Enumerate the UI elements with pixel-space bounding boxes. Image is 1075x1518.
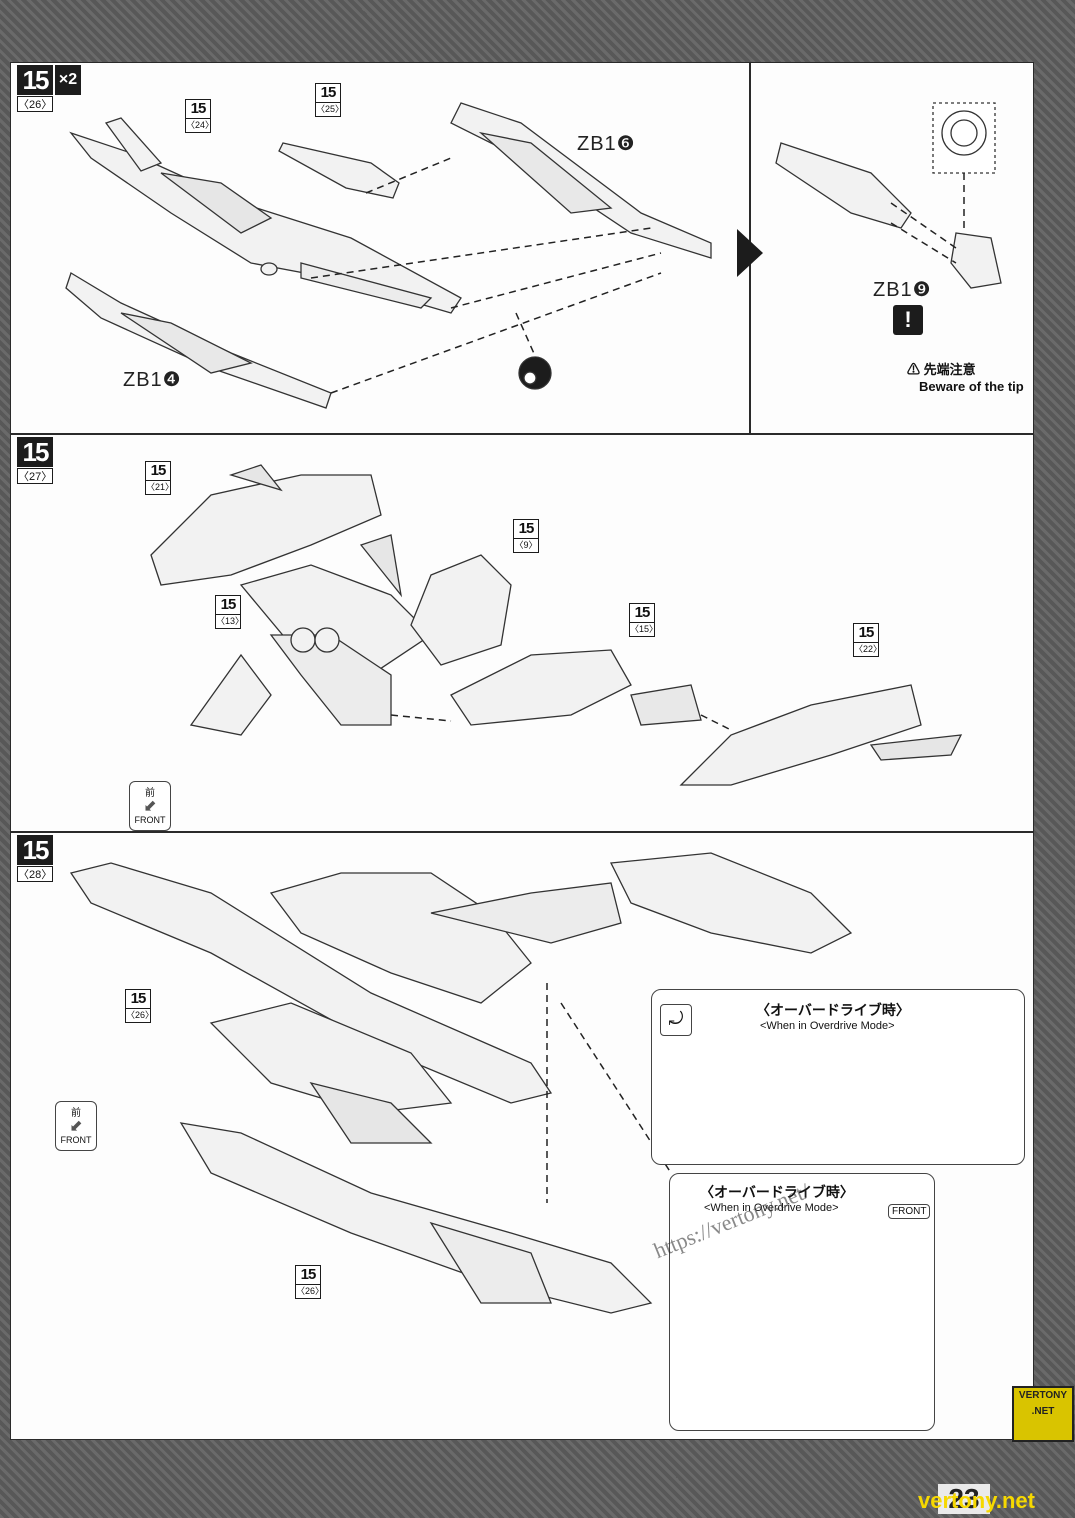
overdrive-mode-box-1: ⤾ 〈オーバードライブ時〉 <When in Overdrive Mode> xyxy=(651,989,1025,1165)
part-reference: 15〈24〉 xyxy=(185,99,214,133)
part-reference: 15〈22〉 xyxy=(853,623,882,657)
step-number: 15 xyxy=(17,65,53,95)
vertony-badge: VERTONY .NET xyxy=(1012,1386,1074,1442)
next-arrow-icon xyxy=(737,229,763,277)
step-26-illustration xyxy=(65,102,1002,409)
step-sub-number: 〈28〉 xyxy=(17,866,53,882)
front-direction-icon: FRONT xyxy=(888,1204,931,1219)
part-label-zb1-6: ZB1❻ xyxy=(577,133,636,155)
part-reference: 15〈26〉 xyxy=(295,1265,324,1299)
overdrive-title-en: <When in Overdrive Mode> xyxy=(760,1020,895,1032)
overdrive-title-jp: 〈オーバードライブ時〉 xyxy=(700,1184,854,1200)
quantity-multiplier: ×2 xyxy=(55,65,81,95)
part-reference: 15〈13〉 xyxy=(215,595,244,629)
part-reference: 15〈25〉 xyxy=(315,83,344,117)
step-panel-28: 15 〈28〉 15〈26〉 15〈26〉 xyxy=(10,832,1034,1440)
step-27-illustration xyxy=(150,464,963,786)
part-reference: 15〈15〉 xyxy=(629,603,658,637)
overdrive-mode-box-2: 〈オーバードライブ時〉 <When in Overdrive Mode> FRO… xyxy=(669,1173,935,1431)
warning-icon: ! xyxy=(893,305,923,335)
step-sub-number: 〈26〉 xyxy=(17,96,53,112)
overdrive-title-en: <When in Overdrive Mode> xyxy=(704,1202,839,1214)
step-number: 15 xyxy=(17,835,53,865)
step-panel-26: 15 〈26〉 ×2 15〈24〉 15〈25〉 ZB1❻ ZB1❹ ZB1❾ xyxy=(10,62,1034,434)
overdrive-title-jp: 〈オーバードライブ時〉 xyxy=(756,1002,910,1018)
part-label-zb1-4: ZB1❹ xyxy=(123,369,182,391)
transform-icon: ⤾ xyxy=(660,1004,692,1036)
step-sub-number: 〈27〉 xyxy=(17,468,53,484)
part-reference: 15〈21〉 xyxy=(145,461,174,495)
site-watermark: vertony.net xyxy=(918,1488,1035,1513)
page-number: 23 xyxy=(938,1484,990,1514)
part-reference: 15〈26〉 xyxy=(125,989,154,1023)
part-reference: 15〈9〉 xyxy=(513,519,539,553)
part-label-zb1-9: ZB1❾ xyxy=(873,279,932,301)
tip-warning-en: Beware of the tip xyxy=(919,379,1024,394)
step-number: 15 xyxy=(17,437,53,467)
step-panel-27: 15 〈27〉 15〈21〉 15〈9〉 15〈13〉 15〈15〉 15〈22… xyxy=(10,434,1034,832)
tip-warning-jp: ⚠ 先端注意 xyxy=(907,362,976,377)
front-direction-icon: 前 ⬋ FRONT xyxy=(55,1101,97,1151)
front-direction-icon: 前 ⬋ FRONT xyxy=(129,781,171,831)
